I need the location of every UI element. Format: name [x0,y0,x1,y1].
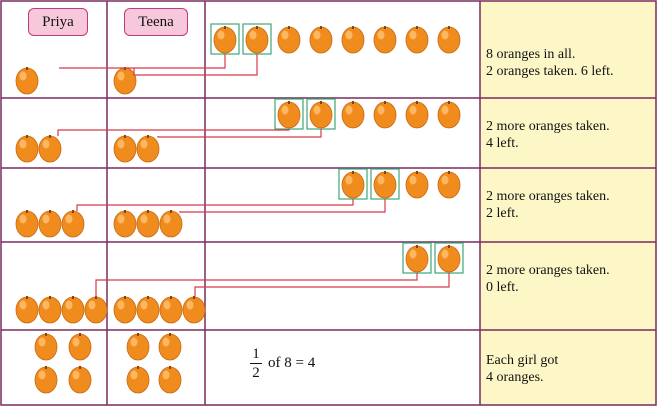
priya-connector [59,54,226,69]
orange [182,296,206,324]
orange [136,296,160,324]
orange [34,366,58,394]
orange [159,210,183,238]
orange [38,135,62,163]
orange [341,171,365,199]
orange [213,26,237,54]
orange [277,26,301,54]
orange [437,26,461,54]
orange [34,333,58,361]
orange [341,26,365,54]
fraction-rest: of 8 = 4 [268,355,316,371]
orange [38,296,62,324]
fraction-numerator: 1 [252,346,260,362]
orange [113,210,137,238]
priya-connector [57,129,290,136]
orange [341,101,365,129]
fraction-equation: 1 2 of 8 = 4 [250,346,315,381]
orange [113,67,137,95]
orange [277,101,301,129]
orange [158,333,182,361]
orange [309,26,333,54]
caption-row-3: 2 more oranges taken.2 left. [486,189,610,221]
caption-row-4: 2 more oranges taken.0 left. [486,263,610,295]
orange [373,101,397,129]
teena-connector [179,199,386,213]
orange [68,333,92,361]
orange [437,101,461,129]
orange [437,171,461,199]
orange [61,296,85,324]
orange [309,101,333,129]
orange [136,135,160,163]
orange [405,171,429,199]
orange [136,210,160,238]
caption-row-2: 2 more oranges taken.4 left. [486,119,610,151]
orange [113,135,137,163]
fraction-denominator: 2 [252,365,260,381]
orange [68,366,92,394]
orange [245,26,269,54]
caption-row-1: 8 oranges in all.2 oranges taken. 6 left… [486,47,614,79]
caption-column-bg [480,1,656,405]
orange [38,210,62,238]
priya-connector [76,199,354,211]
teena-connector [194,273,450,297]
orange [61,210,85,238]
orange [15,67,39,95]
teena-header: Teena [124,8,188,36]
orange [373,26,397,54]
priya-connector [95,273,418,297]
orange [158,366,182,394]
orange [15,210,39,238]
teena-connector [157,129,322,138]
orange [113,296,137,324]
orange [126,366,150,394]
orange [126,333,150,361]
orange [373,171,397,199]
orange [15,135,39,163]
orange [159,296,183,324]
priya-header: Priya [28,8,88,36]
orange [437,245,461,273]
orange [405,245,429,273]
orange [405,26,429,54]
orange [84,296,108,324]
orange [405,101,429,129]
teena-connector [133,54,258,76]
orange [15,296,39,324]
